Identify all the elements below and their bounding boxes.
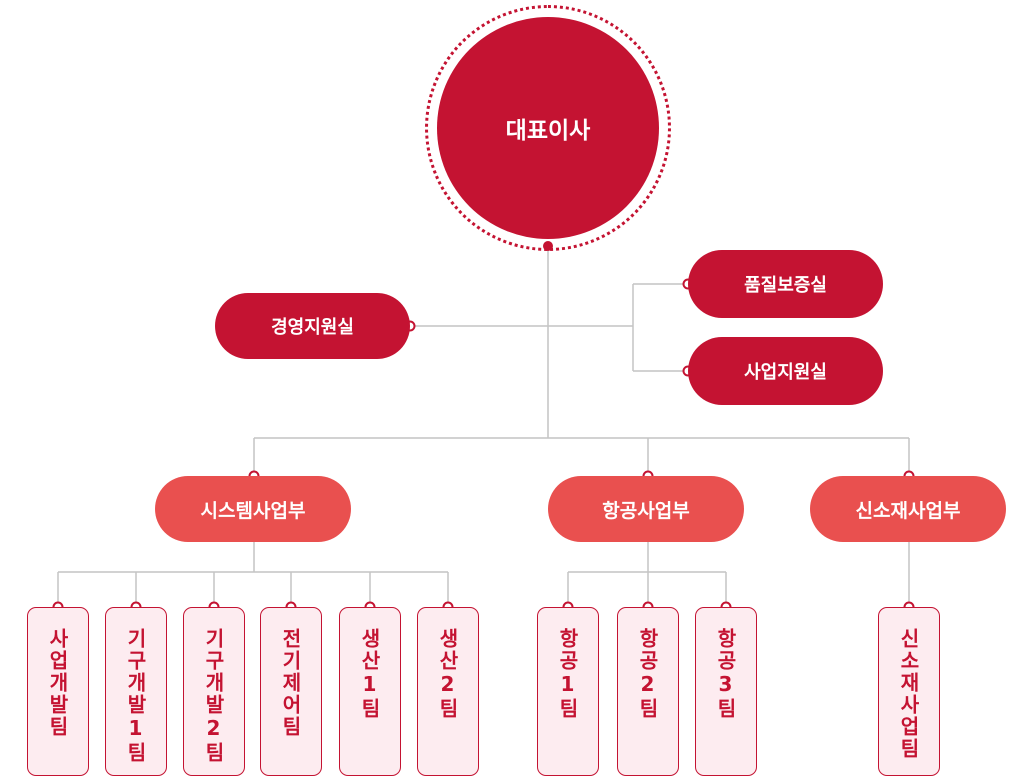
management-support-label: 경영지원실 xyxy=(271,317,354,338)
aviation-division-label: 항공사업부 xyxy=(602,499,690,522)
team-label: 사업개발팀 xyxy=(45,628,70,738)
new-materials-division-node: 신소재사업부 xyxy=(810,476,1006,542)
management-support-node: 경영지원실 xyxy=(215,293,410,359)
ceo-node: 대표이사 xyxy=(437,17,659,239)
team-new-materials-business: 신소재사업팀 xyxy=(878,607,940,776)
team-label: 기구개발2팀 xyxy=(201,628,226,764)
team-label: 항공2팀 xyxy=(635,628,660,720)
team-label: 항공3팀 xyxy=(713,628,738,720)
team-label: 생산1팀 xyxy=(357,628,382,720)
team-production-2: 생산2팀 xyxy=(417,607,479,776)
ceo-label: 대표이사 xyxy=(505,118,591,144)
team-production-1: 생산1팀 xyxy=(339,607,401,776)
team-label: 신소재사업팀 xyxy=(896,628,921,760)
system-division-node: 시스템사업부 xyxy=(155,476,351,542)
aviation-division-node: 항공사업부 xyxy=(548,476,744,542)
business-support-node: 사업지원실 xyxy=(688,337,883,405)
team-label: 생산2팀 xyxy=(435,628,460,720)
team-aviation-1: 항공1팀 xyxy=(537,607,599,776)
team-business-development: 사업개발팀 xyxy=(27,607,89,776)
team-label: 전기제어팀 xyxy=(278,628,303,738)
team-electrical-control: 전기제어팀 xyxy=(260,607,322,776)
team-aviation-3: 항공3팀 xyxy=(695,607,757,776)
ceo-dotted-ring xyxy=(425,5,671,251)
team-mechanical-dev-2: 기구개발2팀 xyxy=(183,607,245,776)
team-mechanical-dev-1: 기구개발1팀 xyxy=(105,607,167,776)
quality-assurance-node: 품질보증실 xyxy=(688,250,883,318)
quality-assurance-label: 품질보증실 xyxy=(744,275,827,296)
team-aviation-2: 항공2팀 xyxy=(617,607,679,776)
new-materials-division-label: 신소재사업부 xyxy=(855,499,961,522)
team-label: 항공1팀 xyxy=(555,628,580,720)
system-division-label: 시스템사업부 xyxy=(200,499,306,522)
team-label: 기구개발1팀 xyxy=(123,628,148,764)
business-support-label: 사업지원실 xyxy=(744,362,827,383)
